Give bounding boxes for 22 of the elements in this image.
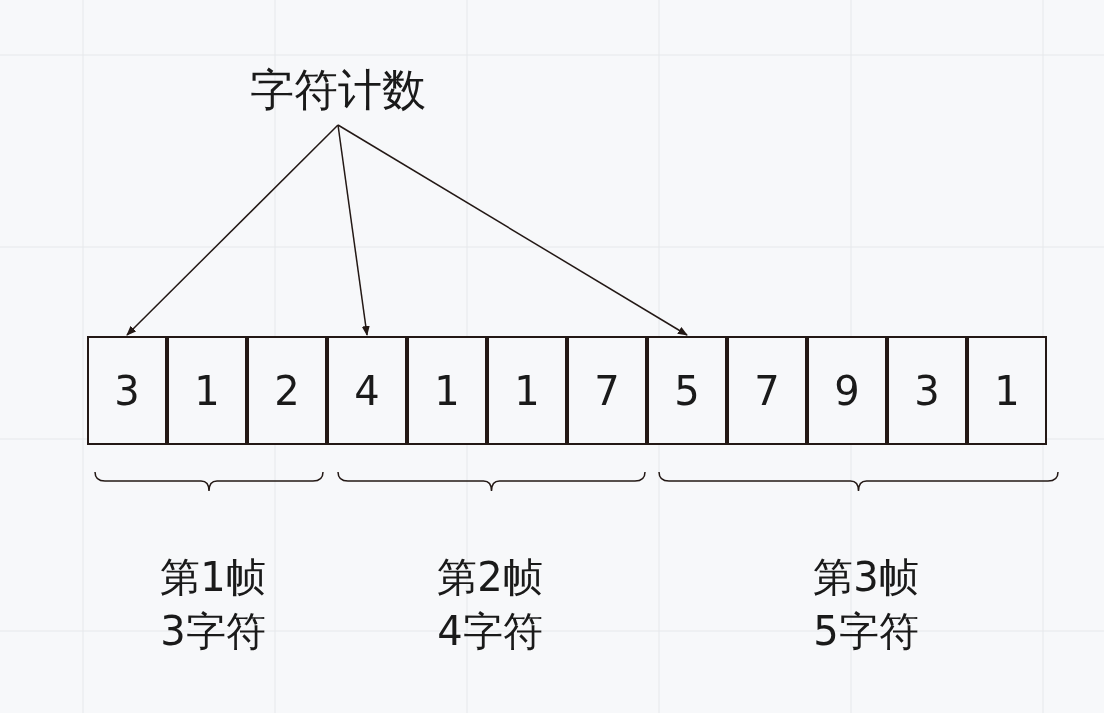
frame-label: 4字符 [437,607,543,656]
number-cell: 9 [807,336,887,445]
number-cell: 3 [887,336,967,445]
frame-label: 5字符 [813,607,919,656]
number-cell: 2 [247,336,327,445]
frame-label: 3字符 [160,607,266,656]
number-cell: 7 [567,336,647,445]
arrow [337,124,370,336]
number-cell: 1 [407,336,487,445]
number-cell: 3 [87,336,167,445]
number-cell: 7 [727,336,807,445]
number-cell: 5 [647,336,727,445]
callout-label: 字符计数 [240,55,436,125]
frame-label: 第3帧 [813,553,919,602]
arrow [337,124,688,336]
number-cell: 1 [167,336,247,445]
number-cell: 1 [487,336,567,445]
frame-label: 第1帧 [160,553,266,602]
arrow [126,124,339,336]
frame-label: 第2帧 [437,553,543,602]
number-cell: 4 [327,336,407,445]
number-cell: 1 [967,336,1047,445]
